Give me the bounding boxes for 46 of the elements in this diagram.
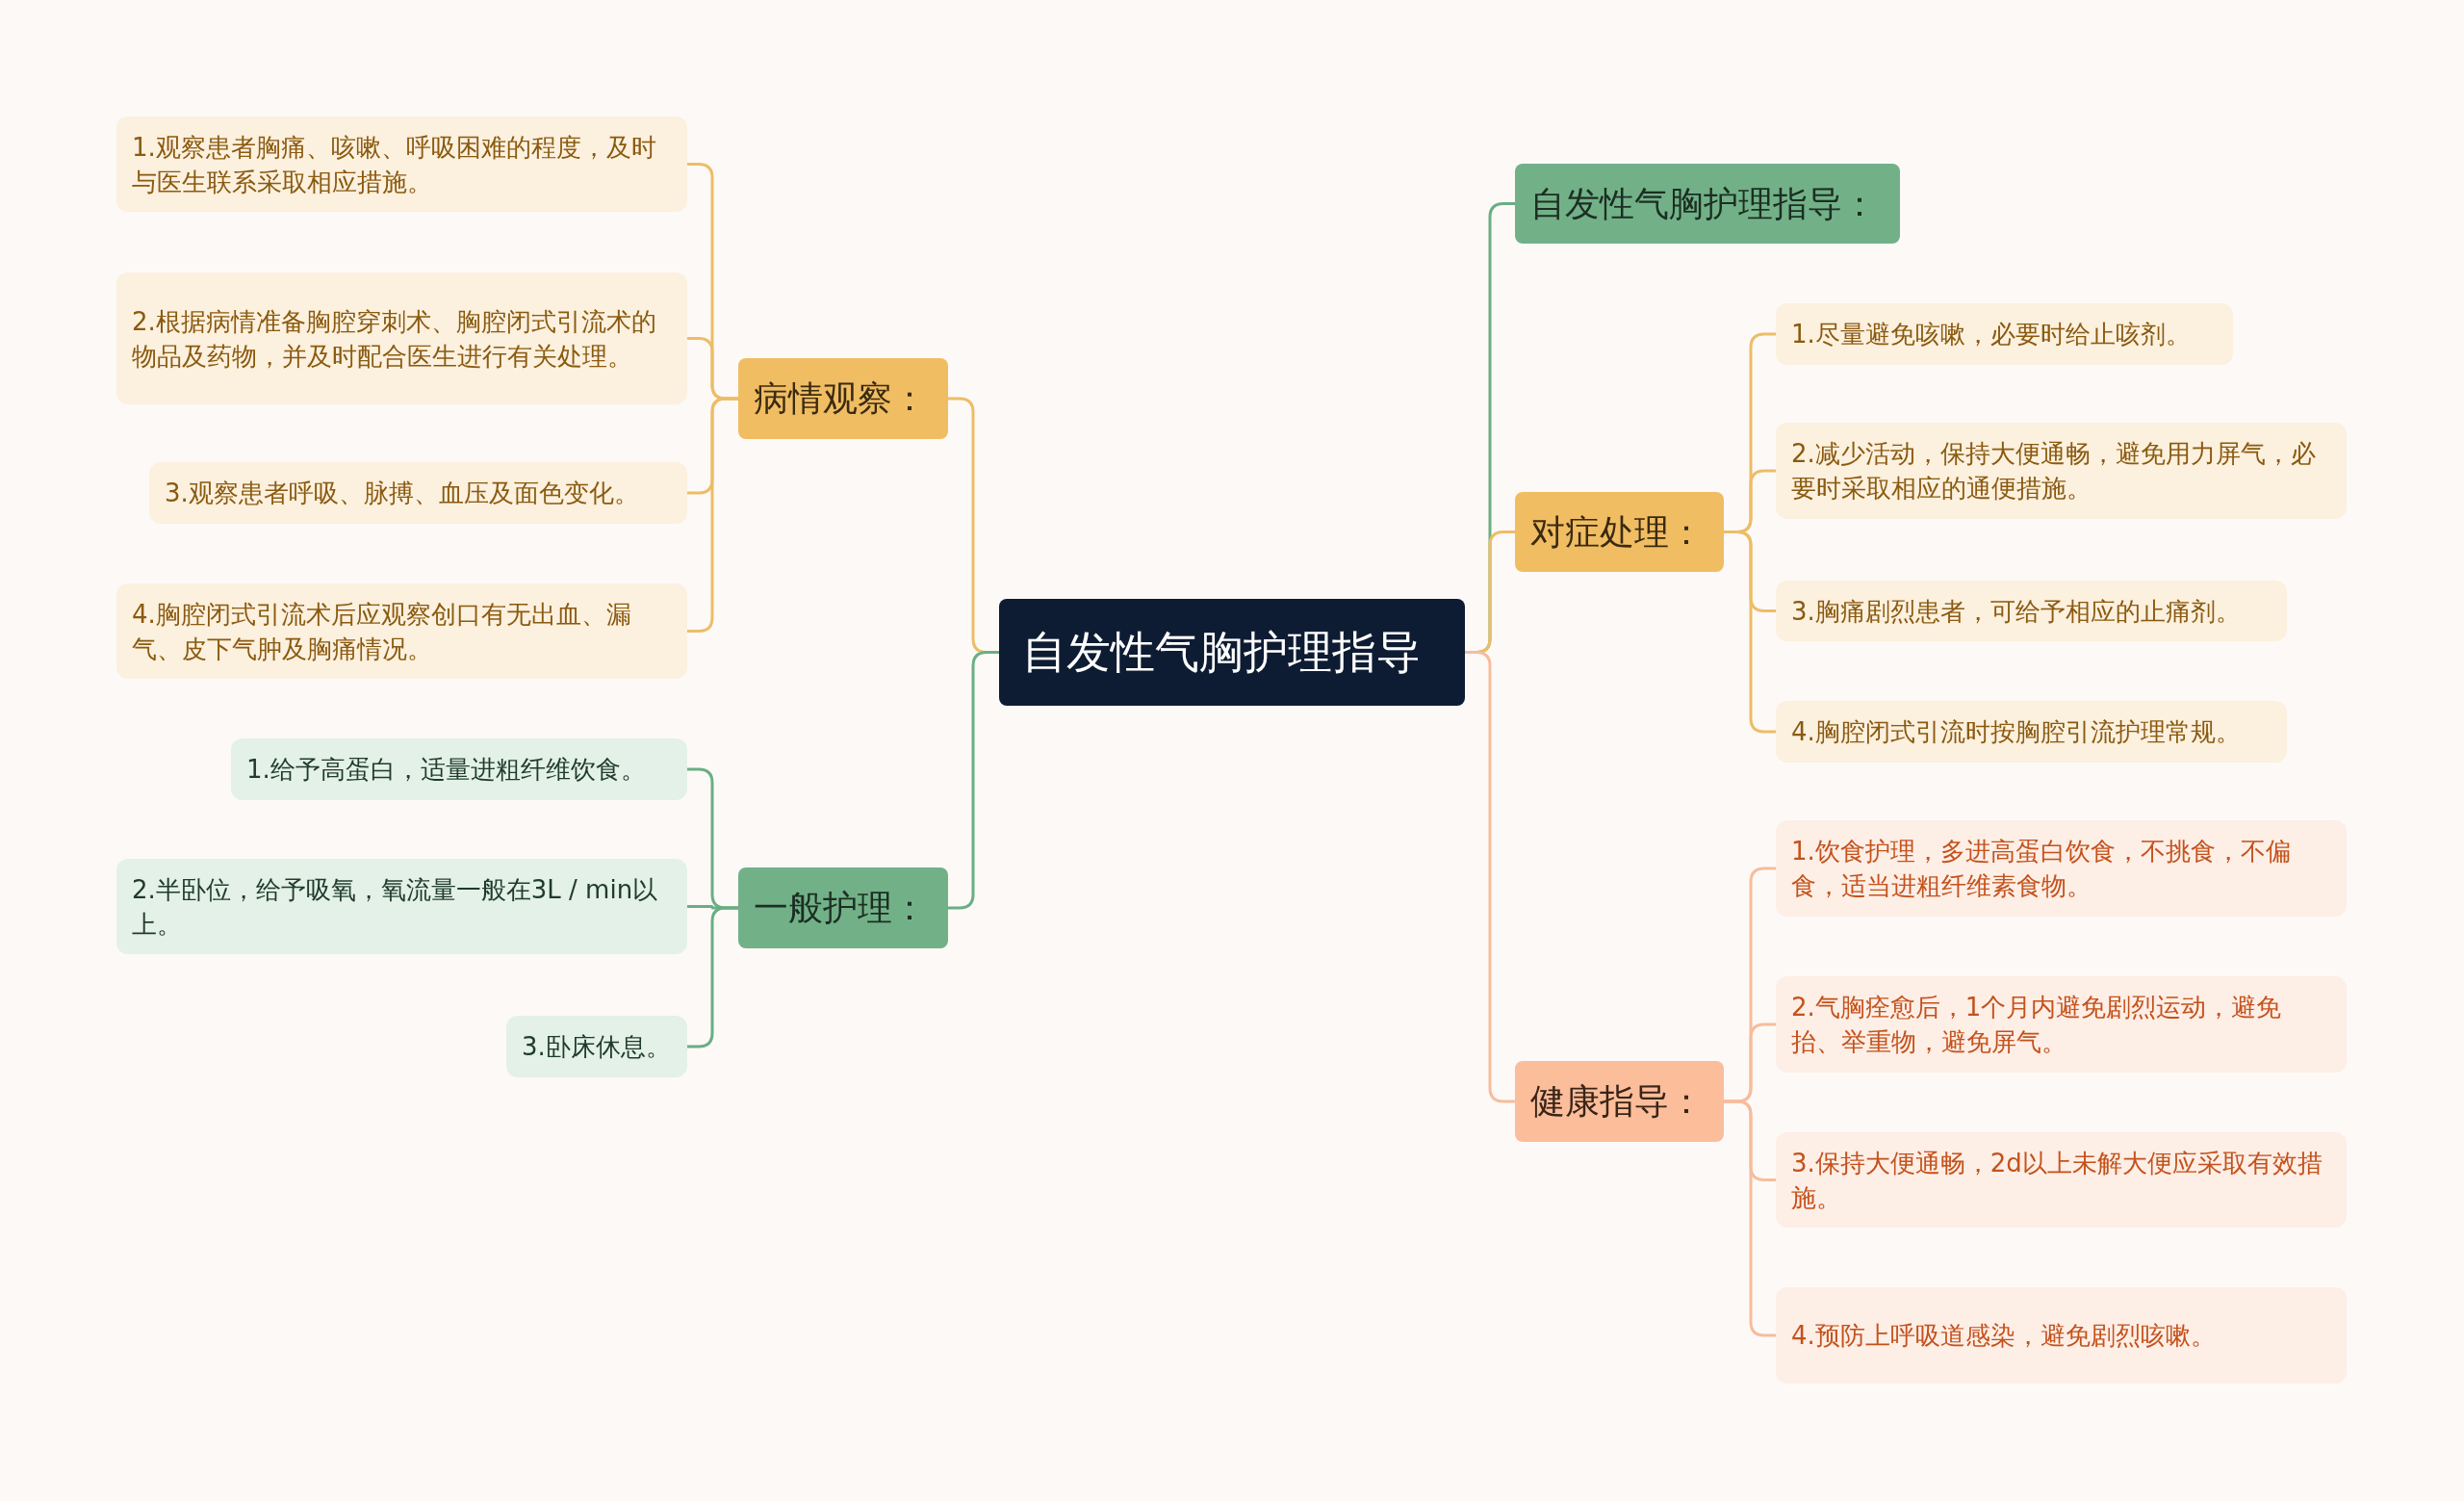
leaf-topic-box [231, 738, 687, 800]
topic-text: 3.胸痛剧烈患者，可给予相应的止痛剂。 [1791, 595, 2242, 628]
leaf-topic-box [116, 272, 687, 404]
topic-text: 健康指导： [1530, 1080, 1705, 1123]
topic-text: 自发性气胸护理指导 [1022, 625, 1422, 680]
leaf-topic-box [116, 583, 687, 679]
topic-text: 3.观察患者呼吸、脉搏、血压及面色变化。 [165, 478, 640, 509]
leaf-topic-box [1776, 423, 2347, 519]
leaf-topic-box [506, 1016, 687, 1077]
topic-text: 3.卧床休息。 [522, 1031, 672, 1063]
leaf-topic-box [1776, 1287, 2347, 1384]
leaf-topic-box [116, 116, 687, 212]
leaf-topic-box [1776, 303, 2233, 365]
connector-line [1724, 1100, 1776, 1337]
connector-line [1724, 531, 1776, 734]
leaf-topic-box [1776, 701, 2287, 763]
topic-text: 4.预防上呼吸道感染，避免剧烈咳嗽。 [1791, 1320, 2217, 1352]
leaf-topic-box [1776, 976, 2347, 1073]
topic-text: 1.饮食护理，多进高蛋白饮食，不挑食，不偏食，适当进粗纤维素食物。 [1791, 836, 2292, 902]
topic-text: 2.气胸痊愈后，1个月内避免剧烈运动，避免抬、举重物，避免屏气。 [1791, 992, 2283, 1058]
topic-text: 一般护理： [754, 887, 928, 929]
topic-text: 2.根据病情准备胸腔穿刺术、胸腔闭式引流术的物品及药物，并及时配合医生进行有关处理。 [132, 305, 657, 373]
topic-text: 3.保持大便通畅，2d以上未解大便应采取有效措施。 [1791, 1147, 2323, 1214]
topic-text: 病情观察： [754, 377, 928, 420]
leaf-topic-box [149, 462, 687, 524]
topic-text: 4.胸腔闭式引流术后应观察创口有无出血、漏气、皮下气肿及胸痛情况。 [132, 598, 632, 665]
leaf-topic-box [1776, 820, 2347, 917]
branch-topic-box [1515, 164, 1900, 244]
branch-topic-box [1515, 1061, 1724, 1142]
topic-text: 1.观察患者胸痛、咳嗽、呼吸困难的程度，及时与医生联系采取相应措施。 [132, 131, 657, 198]
topic-text: 对症处理： [1530, 510, 1705, 554]
connector-line [948, 651, 999, 910]
leaf-topic-box [1776, 581, 2287, 641]
topic-text: 自发性气胸护理指导： [1530, 182, 1878, 225]
branch-topic-box [1515, 492, 1724, 572]
topic-text: 1.尽量避免咳嗽，必要时给止咳剂。 [1791, 319, 2192, 350]
connector-line [1465, 651, 1515, 1103]
topic-text: 2.半卧位，给予吸氧，氧流量一般在3L / min以上。 [132, 873, 659, 941]
topic-text: 1.给予高蛋白，适量进粗纤维饮食。 [246, 754, 647, 786]
topic-text: 2.减少活动，保持大便通畅，避免用力屏气，必要时采取相应的通便措施。 [1791, 438, 2317, 505]
topic-text: 4.胸腔闭式引流时按胸腔引流护理常规。 [1791, 716, 2242, 748]
branch-topic-box [738, 867, 948, 948]
leaf-topic-box [116, 859, 687, 954]
leaf-topic-box [1776, 1132, 2347, 1228]
branch-topic-box [738, 358, 948, 439]
central-topic-box [999, 599, 1465, 706]
